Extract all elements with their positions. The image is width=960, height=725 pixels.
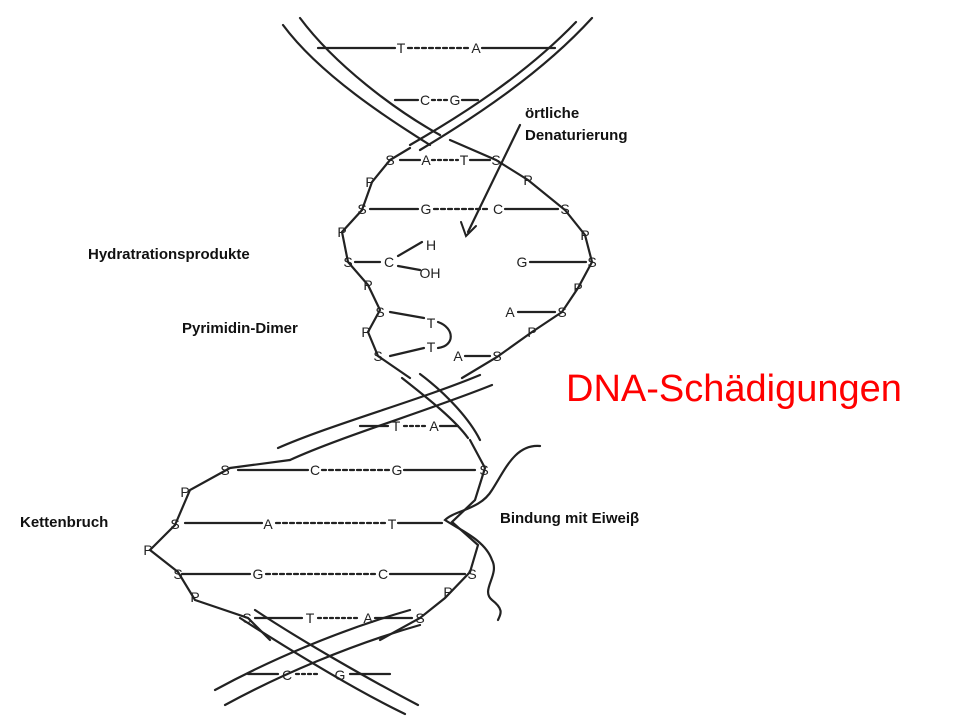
base-letter: P [361,324,370,340]
bottom-strand-3 [253,608,420,707]
base-letter: G [450,92,461,108]
base-letter: OH [420,265,441,281]
base-letter: A [263,516,273,532]
base-letter: A [429,418,439,434]
base-letter: T [397,40,406,56]
diagram-title: DNA-Schädigungen [566,368,902,410]
denaturation-arrow [466,123,522,234]
base-letter: G [392,462,403,478]
base-letter: S [220,462,229,478]
label-dimer: Pyrimidin-Dimer [182,320,298,337]
base-letter: A [471,40,481,56]
base-letter: T [460,152,469,168]
label-protein-binding: Bindung mit Eiweiβ [500,510,640,527]
top-strand-left-inner [298,16,442,137]
base-letter: S [242,610,251,626]
base-letter: G [335,667,346,683]
base-letter: T [427,315,436,331]
bottom-strand-2 [223,623,422,707]
protein-squiggle [443,444,542,622]
base-letter: A [505,304,515,320]
base-letter: S [479,462,488,478]
mid-strand-4 [288,383,494,462]
base-letter: P [337,224,346,240]
base-letter: P [443,584,452,600]
label-denaturation-line2: Denaturierung [525,127,628,144]
base-letter: S [560,201,569,217]
base-letter: S [343,254,352,270]
base-letter: C [384,254,394,270]
base-letter: S [173,566,182,582]
base-letter: C [282,667,292,683]
base-letter: P [573,280,582,296]
base-letter: P [580,227,589,243]
base-letter: G [517,254,528,270]
base-letter: A [421,152,431,168]
base-letter: S [557,304,566,320]
base-letter: G [253,566,264,582]
base-letter: P [190,589,199,605]
base-letter: S [492,348,501,364]
base-letter: C [310,462,320,478]
mid-strand-1 [400,376,470,440]
base-letter: S [357,201,366,217]
label-chain-break: Kettenbruch [20,514,109,531]
base-letter: P [363,277,372,293]
base-letter: S [385,152,394,168]
lower-strand-right [378,438,487,642]
bottom-strand-1 [213,608,412,692]
base-letter: P [365,174,374,190]
base-letter: P [527,324,536,340]
mid-strand-2 [418,372,482,442]
label-denaturation-line1: örtliche [525,105,580,122]
base-letter: G [421,201,432,217]
mid-strand-3 [276,373,482,450]
base-letter: P [523,172,532,188]
base-letter: S [467,566,476,582]
bubble-strand-left [340,146,412,380]
base-letter: P [143,542,152,558]
base-letter: S [170,516,179,532]
base-letter: T [388,516,397,532]
base-letter: A [363,610,373,626]
base-letter: C [493,201,503,217]
base-letter: C [378,566,388,582]
top-strand-left-outer [281,23,432,147]
base-letter: C [420,92,430,108]
base-letter: S [587,254,596,270]
bubble-strand-right [448,138,594,380]
base-letter: A [453,348,463,364]
bottom-strand-4 [238,616,407,716]
base-letter: S [373,348,382,364]
base-letter: S [415,610,424,626]
base-letter: P [180,484,189,500]
base-letter: T [306,610,315,626]
top-strand-right-inner [408,20,578,147]
base-letter: H [426,237,436,253]
base-letter: S [491,152,500,168]
base-letter: T [392,418,401,434]
base-letter: S [375,304,384,320]
label-hydration: Hydratrationsprodukte [88,246,250,263]
base-letter: T [427,339,436,355]
lower-strand-left [148,458,292,642]
top-strand-right-outer [418,16,594,152]
